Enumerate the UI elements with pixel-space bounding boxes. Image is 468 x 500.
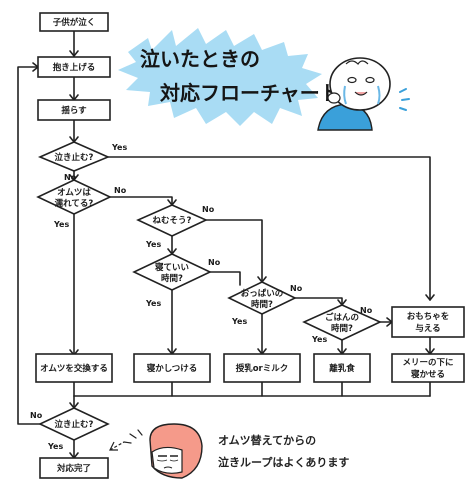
edge-sleepy-no: No: [202, 205, 215, 214]
decision-milk-time: おっぱいの 時間?: [227, 281, 297, 315]
node-done-label: 対応完了: [56, 463, 91, 474]
note-line-2: 泣きループはよくあります: [218, 455, 349, 469]
node-feed: 授乳orミルク: [223, 353, 301, 383]
node-change-diaper: オムツを交換する: [35, 353, 113, 383]
edge-slept-no: No: [208, 258, 221, 267]
title-line-1: 泣いたときの: [140, 47, 260, 71]
decision-ok-to-sleep-line-1: 寝ていい: [154, 262, 189, 273]
edge-sleepy-yes: Yes: [145, 240, 161, 249]
node-baby-food-label: 離乳食: [329, 363, 355, 374]
edge-stop1-no: No: [64, 173, 77, 182]
node-done: 対応完了: [39, 457, 109, 479]
title-burst: [118, 28, 322, 126]
node-rock-label: 揺らす: [61, 105, 87, 116]
decision-sleepy-label: ねむそう?: [153, 216, 192, 226]
edge-stop1-yes: Yes: [111, 143, 127, 152]
decision-stop-1-label: 泣き止む?: [55, 152, 94, 163]
node-under-mobile-line-1: メリーの下に: [402, 358, 453, 368]
node-give-toy-line-2: 与える: [415, 323, 440, 334]
decision-stop-2: 泣き止む?: [38, 407, 110, 441]
note-line-1: オムツ替えてからの: [218, 433, 316, 447]
node-start-label: 子供が泣く: [53, 17, 96, 28]
edge-stop2-no: No: [30, 411, 43, 420]
edge-meal-yes: Yes: [311, 335, 327, 344]
edge-milk-yes: Yes: [231, 317, 247, 326]
node-hold-label: 抱き上げる: [53, 62, 96, 73]
decision-meal-time-line-1: ごはんの: [325, 312, 359, 323]
node-baby-food: 離乳食: [313, 353, 371, 383]
decision-ok-to-sleep-line-2: 時間?: [161, 273, 183, 284]
decision-sleepy: ねむそう?: [136, 204, 208, 237]
node-give-toy: おもちゃを 与える: [391, 306, 465, 338]
edge-diaper-yes: Yes: [53, 220, 69, 229]
connectors: [17, 30, 435, 459]
edge-diaper-no: No: [114, 186, 127, 195]
node-start: 子供が泣く: [39, 12, 109, 32]
edge-stop2-yes: Yes: [47, 442, 63, 451]
node-hold: 抱き上げる: [37, 56, 111, 78]
node-give-toy-line-1: おもちゃを: [407, 312, 450, 322]
node-change-diaper-label: オムツを交換する: [40, 363, 108, 374]
decision-stop-1: 泣き止む?: [37, 141, 111, 172]
edge-meal-no: No: [360, 306, 373, 315]
node-feed-label: 授乳orミルク: [236, 363, 289, 374]
crying-baby-icon: [317, 57, 410, 131]
node-under-mobile: メリーの下に 寝かせる: [391, 353, 465, 383]
decision-milk-time-line-2: 時間?: [251, 299, 273, 310]
edge-milk-no: No: [290, 284, 303, 293]
decision-milk-time-line-1: おっぱいの: [241, 288, 284, 299]
edge-slept-yes: Yes: [145, 299, 161, 308]
edge-labels: Yes No No Yes No Yes No Yes No Yes No Ye…: [30, 143, 373, 451]
decision-meal-time-line-2: 時間?: [331, 323, 353, 334]
node-put-to-sleep: 寝かしつける: [133, 353, 211, 383]
decision-ok-to-sleep: 寝ていい 時間?: [132, 253, 212, 291]
node-rock: 揺らす: [37, 99, 111, 121]
title-line-2: 対応フローチャート: [159, 81, 340, 105]
node-under-mobile-line-2: 寝かせる: [410, 369, 445, 380]
tired-mother-icon: [109, 423, 203, 479]
decision-diaper-wet-line-2: 濡れてる?: [55, 198, 94, 209]
decision-stop-2-label: 泣き止む?: [55, 419, 94, 430]
decision-meal-time: ごはんの 時間?: [302, 304, 382, 341]
node-put-to-sleep-label: 寝かしつける: [146, 363, 198, 374]
decision-diaper-wet-line-1: オムツは: [57, 188, 91, 198]
decision-diaper-wet: オムツは 濡れてる?: [36, 179, 112, 215]
